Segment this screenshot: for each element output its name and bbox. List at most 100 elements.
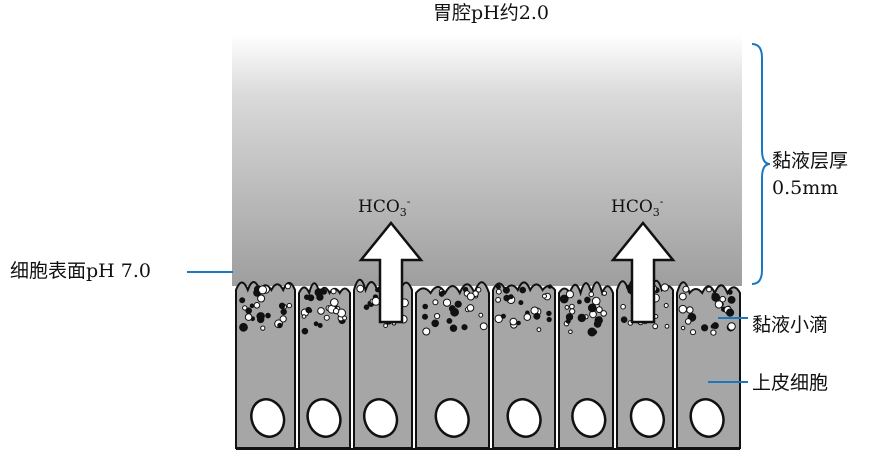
mucus-droplet	[678, 304, 688, 314]
cell-nucleus	[250, 398, 286, 438]
mucus-droplet	[265, 312, 271, 319]
hco3-arrow-left	[358, 221, 424, 324]
mucus-droplet	[686, 306, 694, 314]
mucus-droplet	[660, 283, 670, 292]
mucus-droplet	[710, 324, 715, 329]
mucus-droplet	[446, 318, 453, 324]
mucus-droplet	[710, 329, 717, 336]
mucus-droplet	[601, 290, 608, 296]
mucus-droplet	[546, 310, 552, 317]
mucus-droplet	[279, 315, 287, 323]
ion-sup: -	[659, 195, 664, 208]
mucus-droplet	[680, 325, 686, 331]
bicarbonate-label-left: HCO3-	[358, 196, 411, 218]
mucus-droplet	[495, 284, 501, 290]
mucus-droplet	[466, 304, 475, 312]
thickness-brace	[751, 43, 771, 285]
mucus-droplet	[422, 303, 429, 310]
mucus-droplet	[706, 286, 712, 293]
mucus-droplet	[286, 302, 292, 309]
mucus-droplet	[258, 285, 268, 295]
mucus-droplet	[449, 324, 458, 332]
mucus-droplet	[466, 292, 475, 301]
mucus-droplet	[652, 323, 659, 330]
mucus-droplet	[569, 308, 576, 315]
cell-nucleus	[689, 398, 725, 438]
mucus-droplet	[600, 310, 608, 317]
mucus-droplet	[434, 313, 441, 320]
mucus-droplet	[690, 329, 696, 336]
mucus-droplet	[663, 303, 669, 308]
mucus-droplet	[479, 322, 488, 331]
mucus-droplet	[577, 299, 582, 305]
mucus-droplet	[664, 323, 670, 329]
mucus-droplet	[565, 318, 571, 324]
mucus-droplet	[495, 297, 502, 303]
mucus-thickness-line2: 0.5mm	[772, 177, 839, 199]
mucus-droplet	[569, 303, 575, 310]
mucus-droplet	[356, 284, 365, 293]
mucus-droplet	[595, 306, 603, 314]
mucus-droplet	[342, 315, 348, 321]
mucus-droplet	[284, 283, 291, 290]
mucus-droplet	[307, 294, 315, 302]
mucus-droplet	[568, 329, 573, 335]
mucus-droplet	[577, 313, 586, 323]
mucus-droplet	[301, 327, 309, 335]
mucus-droplet	[475, 287, 482, 293]
mucus-droplet	[542, 293, 547, 299]
mucus-droplet	[239, 322, 248, 332]
mucus-droplet	[383, 323, 389, 329]
mucus-droplet	[330, 288, 337, 295]
mucus-thickness-label: 黏液层厚 0.5mm	[772, 148, 848, 202]
mucus-droplet	[432, 299, 439, 306]
mucus-droplet	[253, 302, 261, 309]
mucus-droplet	[500, 313, 506, 319]
epithelial-cell	[492, 281, 556, 449]
mucus-droplet	[478, 312, 484, 318]
mucus-droplet	[503, 294, 511, 302]
mucus-droplet	[278, 302, 286, 309]
mucus-droplet	[587, 327, 597, 337]
mucus-droplet	[711, 292, 721, 302]
mucus-droplet	[547, 284, 553, 289]
mucus-thickness-line1: 黏液层厚	[772, 150, 849, 172]
cell-nucleus	[506, 398, 542, 438]
mucus-droplet	[301, 314, 307, 319]
mucus-droplet	[239, 297, 246, 304]
mucus-droplet	[375, 287, 380, 293]
mucus-droplet	[495, 288, 502, 295]
ion-base: HCO	[611, 197, 653, 217]
mucus-droplet	[245, 307, 252, 315]
mucus-droplet	[727, 289, 733, 295]
mucus-droplet	[584, 296, 591, 304]
mucus-droplet	[546, 316, 552, 323]
mucus-droplet	[502, 286, 510, 294]
mucus-droplet	[536, 327, 542, 333]
mucus-droplet	[588, 291, 595, 298]
mucus-droplet	[727, 322, 736, 331]
hco3-arrow-right	[610, 221, 676, 324]
mucus-droplet	[313, 321, 319, 327]
epithelial-cell-label: 上皮细胞	[752, 372, 829, 394]
mucus-droplet	[448, 305, 456, 312]
ion-base: HCO	[358, 197, 400, 217]
mucus-droplet	[523, 313, 532, 321]
cell-nucleus	[571, 398, 607, 438]
mucus-droplet	[714, 300, 724, 309]
mucus-droplet	[719, 295, 727, 303]
cell-nucleus	[434, 398, 470, 438]
cell-surface-label: 细胞表面pH 7.0	[10, 260, 151, 282]
mucus-droplet	[509, 317, 518, 326]
mucus-droplet	[317, 323, 323, 328]
bicarbonate-label-right: HCO3-	[611, 196, 664, 218]
ion-sup: -	[406, 195, 411, 208]
mucus-droplet	[727, 296, 736, 304]
mucus-droplet	[244, 313, 253, 321]
mucus-droplet	[431, 319, 440, 328]
ion-sub: 3	[652, 206, 660, 219]
mucus-droplet	[533, 312, 541, 320]
mucus-droplet	[316, 293, 324, 301]
mucus-droplet	[317, 307, 325, 315]
mucus-droplet	[422, 313, 428, 320]
